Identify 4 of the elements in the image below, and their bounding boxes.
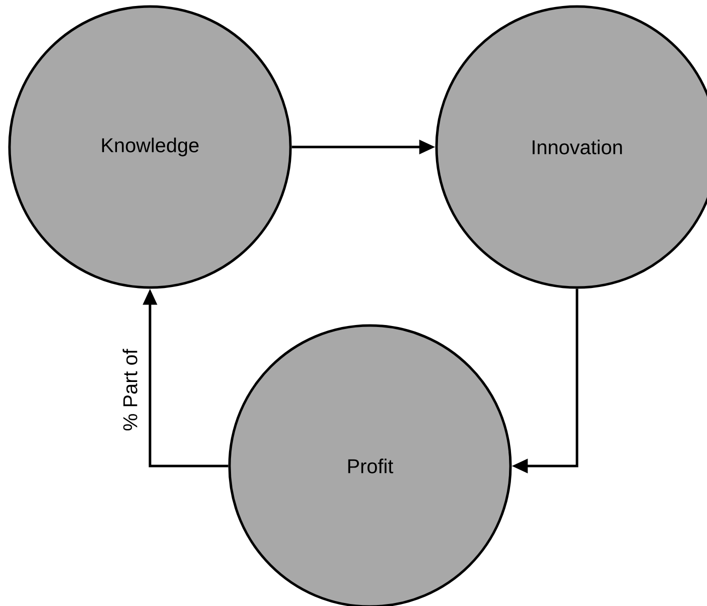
circle-node: Innovation <box>435 5 707 289</box>
circle-node: Knowledge <box>8 5 292 289</box>
edge-label: % Part of <box>122 348 138 430</box>
circle-node: Profit <box>228 324 512 606</box>
